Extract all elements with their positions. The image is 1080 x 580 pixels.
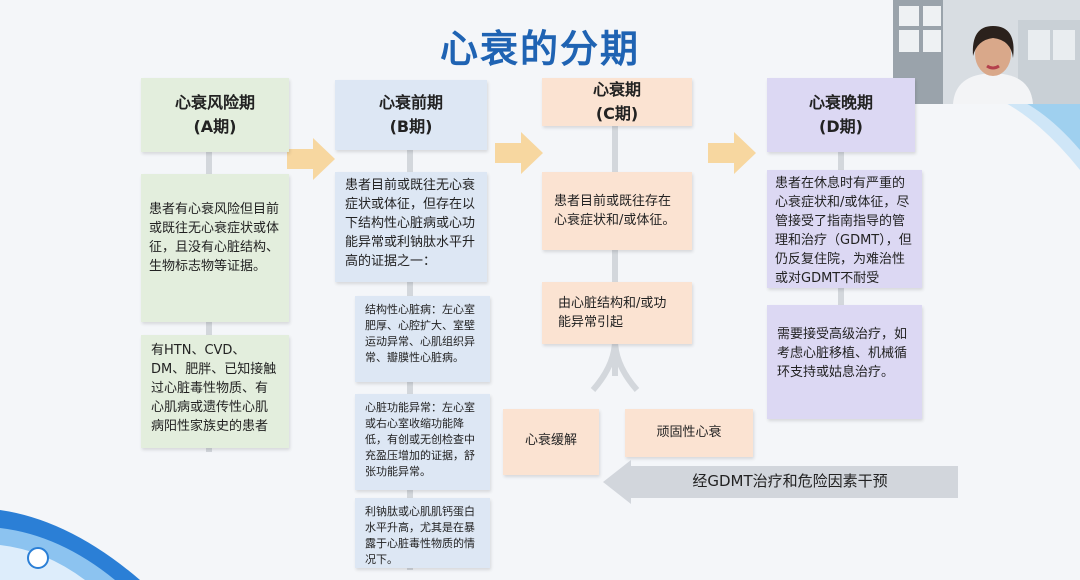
stage-b-structural: 结构性心脏病：左心室肥厚、心腔扩大、室壁运动异常、心肌组织异常、瓣膜性心脏病。 (355, 296, 490, 382)
stage-a-header: 心衰风险期 (A期) (141, 78, 289, 152)
persistent-box: 顽固性心衰 (625, 409, 753, 457)
stage-a-code: (A期) (193, 117, 237, 136)
stage-d-treatment: 需要接受高级治疗，如考虑心脏移植、机械循环支持或姑息治疗。 (767, 305, 922, 419)
arrow-right-icon (495, 132, 543, 174)
arrow-right-icon (708, 132, 756, 174)
stage-c-code: (C期) (595, 104, 639, 123)
stage-a-name: 心衰风险期 (174, 93, 255, 112)
arrow-left-icon (603, 460, 958, 504)
stage-b-description: 患者目前或既往无心衰症状或体征，但存在以下结构性心脏病或心功能异常或利钠肽水平升… (335, 172, 487, 282)
arrow-right-icon (287, 138, 335, 180)
stage-b-biomarker: 利钠肽或心肌肌钙蛋白水平升高，尤其是在暴露于心脏毒性物质的情况下。 (355, 498, 490, 568)
branch-connector (590, 340, 640, 392)
intervention-label: 经GDMT治疗和危险因素干预 (692, 472, 888, 490)
stage-c-name: 心衰期 (592, 80, 641, 99)
stage-d-header: 心衰晚期 (D期) (767, 78, 915, 152)
stage-b-code: (B期) (389, 117, 433, 136)
stage-a-examples: 有HTN、CVD、DM、肥胖、已知接触过心脏毒性物质、有心肌病或遗传性心肌病阳性… (141, 335, 289, 448)
stage-d-description: 患者在休息时有严重的心衰症状和/或体征，尽管接受了指南指导的管理和治疗（GDMT… (767, 170, 922, 288)
presenter-webcam (893, 0, 1080, 104)
stage-b-functional: 心脏功能异常：左心室或右心室收缩功能降低，有创或无创检查中充盈压增加的证据，舒张… (355, 394, 490, 490)
decorative-swoosh (0, 510, 140, 580)
stage-b-name: 心衰前期 (378, 93, 443, 112)
stage-c-description: 患者目前或既往存在心衰症状和/或体征。 (542, 172, 692, 250)
stage-a-description: 患者有心衰风险但目前或既往无心衰症状或体征，且没有心脏结构、生物标志物等证据。 (141, 174, 289, 322)
decorative-swoosh-right (1000, 100, 1080, 170)
stage-b-header: 心衰前期 (B期) (335, 80, 487, 150)
page-title: 心衰的分期 (439, 27, 640, 71)
stage-d-code: (D期) (819, 117, 863, 136)
stage-c-cause: 由心脏结构和/或功能异常引起 (542, 282, 692, 344)
stage-c-header: 心衰期 (C期) (542, 78, 692, 126)
stage-d-name: 心衰晚期 (808, 93, 873, 112)
remission-box: 心衰缓解 (503, 409, 599, 475)
connector-c (612, 126, 618, 376)
